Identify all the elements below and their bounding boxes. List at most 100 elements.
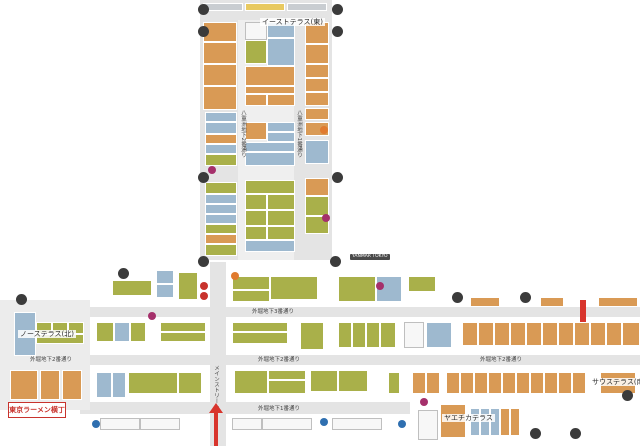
store-block[interactable] [510, 322, 526, 346]
store-block[interactable] [338, 322, 352, 348]
store-block[interactable] [205, 144, 237, 154]
store-block[interactable] [205, 234, 237, 244]
store-block[interactable] [267, 38, 295, 66]
store-block[interactable] [245, 142, 295, 152]
store-block[interactable] [232, 322, 288, 332]
store-block[interactable] [305, 196, 329, 216]
store-block[interactable] [96, 322, 114, 342]
store-block[interactable] [245, 180, 295, 194]
store-block[interactable] [205, 122, 237, 134]
store-block[interactable] [408, 276, 436, 292]
store-block[interactable] [526, 322, 542, 346]
store-block[interactable] [112, 372, 126, 398]
store-block[interactable] [622, 322, 640, 346]
store-block[interactable] [156, 284, 174, 298]
exit-marker-icon[interactable] [198, 256, 209, 267]
store-block[interactable] [474, 372, 488, 394]
store-block[interactable] [232, 290, 270, 302]
store-block[interactable] [574, 322, 590, 346]
exit-marker-icon[interactable] [16, 294, 27, 305]
store-block[interactable] [245, 86, 295, 94]
store-block[interactable] [300, 322, 324, 350]
exit-marker-icon[interactable] [520, 292, 531, 303]
store-block[interactable] [530, 372, 544, 394]
store-block[interactable] [270, 276, 318, 300]
store-block[interactable] [388, 372, 400, 394]
store-block[interactable] [544, 372, 558, 394]
store-block[interactable] [338, 276, 376, 302]
store-block[interactable] [178, 272, 198, 300]
store-block[interactable] [540, 297, 564, 307]
store-block[interactable] [338, 370, 368, 392]
store-block[interactable] [245, 3, 285, 11]
store-block[interactable] [267, 132, 295, 142]
store-block[interactable] [267, 194, 295, 210]
store-block[interactable] [140, 418, 180, 430]
store-block[interactable] [542, 322, 558, 346]
store-block[interactable] [205, 134, 237, 144]
exit-marker-icon[interactable] [530, 428, 541, 439]
exit-marker-icon[interactable] [452, 292, 463, 303]
store-block[interactable] [262, 418, 312, 430]
store-block[interactable] [40, 370, 60, 400]
store-block[interactable] [245, 66, 295, 86]
store-block[interactable] [470, 297, 500, 307]
store-block[interactable] [156, 270, 174, 284]
store-block[interactable] [245, 226, 267, 240]
store-block[interactable] [205, 204, 237, 214]
store-block[interactable] [478, 322, 494, 346]
store-block[interactable] [245, 240, 295, 252]
store-block[interactable] [234, 370, 268, 394]
store-block[interactable] [232, 332, 288, 344]
store-block[interactable] [606, 322, 622, 346]
store-block[interactable] [245, 194, 267, 210]
store-block[interactable] [310, 370, 338, 392]
store-block[interactable] [128, 372, 178, 394]
store-block[interactable] [558, 372, 572, 394]
store-block[interactable] [516, 372, 530, 394]
exit-marker-icon[interactable] [332, 4, 343, 15]
store-block[interactable] [305, 140, 329, 164]
exit-marker-icon[interactable] [198, 26, 209, 37]
store-block[interactable] [203, 64, 237, 86]
store-block[interactable] [352, 322, 366, 348]
store-block[interactable] [203, 42, 237, 64]
store-block[interactable] [205, 214, 237, 224]
store-block[interactable] [267, 94, 295, 106]
store-block[interactable] [494, 322, 510, 346]
store-block[interactable] [160, 332, 206, 342]
store-block[interactable] [510, 408, 520, 436]
store-block[interactable] [305, 92, 329, 106]
exit-marker-icon[interactable] [330, 256, 341, 267]
store-block[interactable] [267, 226, 295, 240]
store-block[interactable] [332, 418, 382, 430]
store-block[interactable] [232, 276, 270, 290]
store-block[interactable] [96, 372, 112, 398]
store-block[interactable] [380, 322, 396, 348]
store-block[interactable] [502, 372, 516, 394]
exit-marker-icon[interactable] [198, 172, 209, 183]
store-block[interactable] [178, 372, 202, 394]
store-block[interactable] [558, 322, 574, 346]
store-block[interactable] [267, 210, 295, 226]
store-block[interactable] [470, 408, 480, 436]
store-block[interactable] [205, 154, 237, 166]
store-block[interactable] [426, 322, 452, 348]
store-block[interactable] [446, 372, 460, 394]
store-block[interactable] [112, 280, 152, 296]
store-block[interactable] [305, 178, 329, 196]
store-block[interactable] [418, 410, 438, 440]
store-block[interactable] [490, 408, 500, 436]
exit-marker-icon[interactable] [570, 428, 581, 439]
store-block[interactable] [305, 108, 329, 120]
store-block[interactable] [460, 372, 474, 394]
store-block[interactable] [130, 322, 146, 342]
store-block[interactable] [205, 224, 237, 234]
store-block[interactable] [305, 64, 329, 78]
store-block[interactable] [500, 408, 510, 436]
store-block[interactable] [287, 3, 327, 11]
store-block[interactable] [412, 372, 426, 394]
store-block[interactable] [203, 86, 237, 110]
store-block[interactable] [10, 370, 38, 400]
store-block[interactable] [245, 210, 267, 226]
